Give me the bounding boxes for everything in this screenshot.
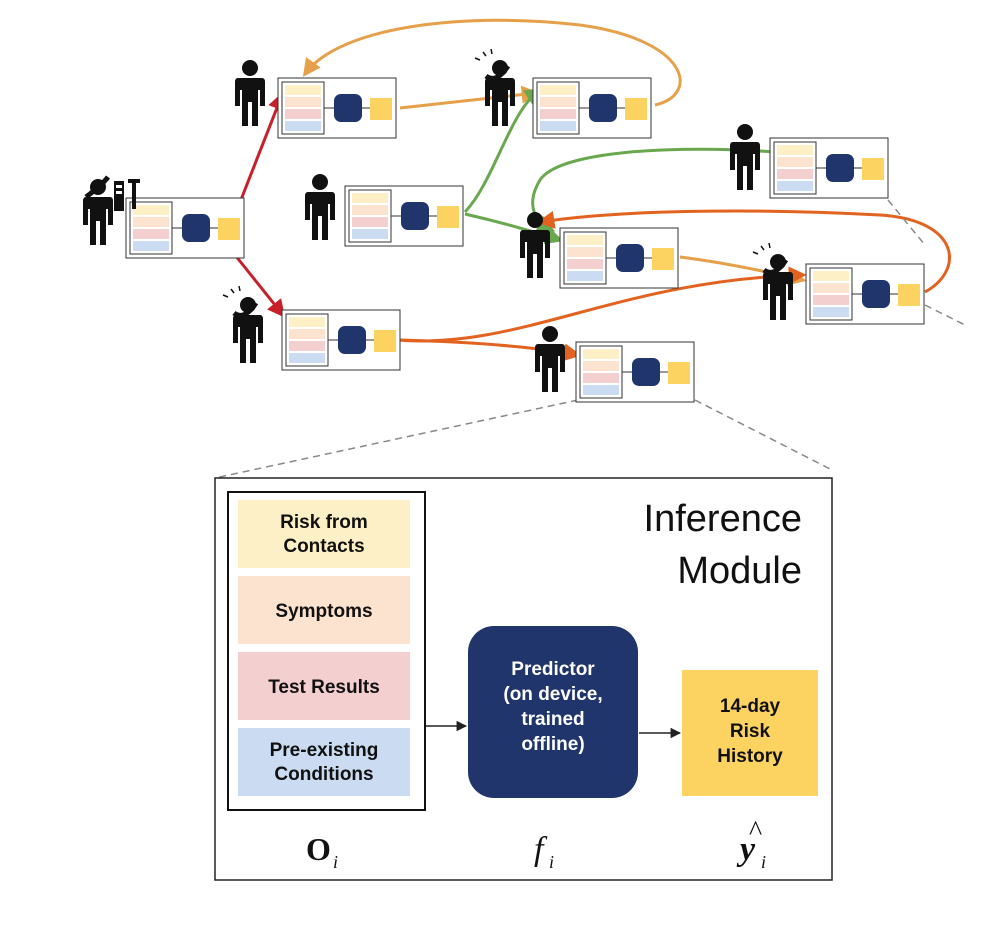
symbol-prediction: y — [736, 831, 756, 868]
sick-person-icon — [474, 48, 515, 126]
tested-person-icon — [83, 175, 140, 245]
edge-darkorange-long — [397, 266, 807, 343]
feature-risk-from-contacts — [238, 500, 410, 568]
output-label-2: Risk — [730, 721, 771, 742]
feature-risk-from-contacts-label-2: Contacts — [283, 536, 364, 557]
symbol-observations: O — [306, 831, 331, 867]
feature-symptoms — [238, 576, 410, 644]
mini-inference-module — [559, 227, 679, 289]
mini-inference-module — [281, 309, 401, 371]
feature-test-results — [238, 652, 410, 720]
edge-darkorange-loop — [536, 209, 951, 294]
output-label-1: 14-day — [720, 696, 781, 717]
inference-module-title-line2: Module — [677, 550, 802, 592]
zoom-guides — [214, 199, 966, 479]
sick-person-icon — [222, 285, 263, 363]
person-icon — [520, 212, 550, 278]
mini-inference-module — [805, 263, 925, 325]
feature-symptoms-label: Symptoms — [275, 601, 372, 622]
predictor-block — [468, 626, 638, 798]
edge-red-down — [233, 254, 286, 318]
predictor-label-2: (on device, — [503, 684, 602, 705]
person-icon — [235, 60, 265, 126]
mini-inference-module — [344, 185, 464, 247]
predictor-label-3: trained — [521, 709, 584, 730]
edge-red-up — [233, 91, 286, 216]
predictor-label-1: Predictor — [511, 659, 595, 680]
feature-risk-from-contacts-label-1: Risk from — [280, 512, 368, 533]
inference-module: Inference Module Risk from Contacts Symp… — [214, 477, 833, 881]
sick-person-icon — [752, 242, 793, 320]
person-icon — [535, 326, 565, 392]
mini-inference-module — [125, 197, 245, 259]
feature-test-results-label: Test Results — [268, 677, 380, 698]
mini-inference-module — [575, 341, 695, 403]
edge-green-up — [463, 87, 543, 214]
edge-orange-loop — [302, 18, 682, 107]
feature-pre-existing-conditions-label-2: Conditions — [274, 764, 373, 785]
symbol-observations-subscript: i — [333, 852, 338, 872]
edge-orange-top — [399, 85, 540, 110]
feature-pre-existing-conditions — [238, 728, 410, 796]
symbol-predictor-subscript: i — [549, 852, 554, 872]
mini-inference-module — [277, 77, 397, 139]
mini-inference-module — [769, 137, 889, 199]
symbol-prediction-hat: ^ — [749, 816, 762, 847]
feature-pre-existing-conditions-label-1: Pre-existing — [270, 740, 379, 761]
person-icon — [305, 174, 335, 240]
symbol-prediction-subscript: i — [761, 852, 766, 872]
output-risk-history — [682, 670, 818, 796]
edge-green-down — [464, 212, 564, 245]
output-label-3: History — [717, 746, 783, 767]
mini-inference-module — [532, 77, 652, 139]
network-nodes — [83, 48, 925, 403]
inference-module-title-line1: Inference — [644, 498, 802, 540]
person-icon — [730, 124, 760, 190]
predictor-label-4: offline) — [521, 734, 584, 755]
